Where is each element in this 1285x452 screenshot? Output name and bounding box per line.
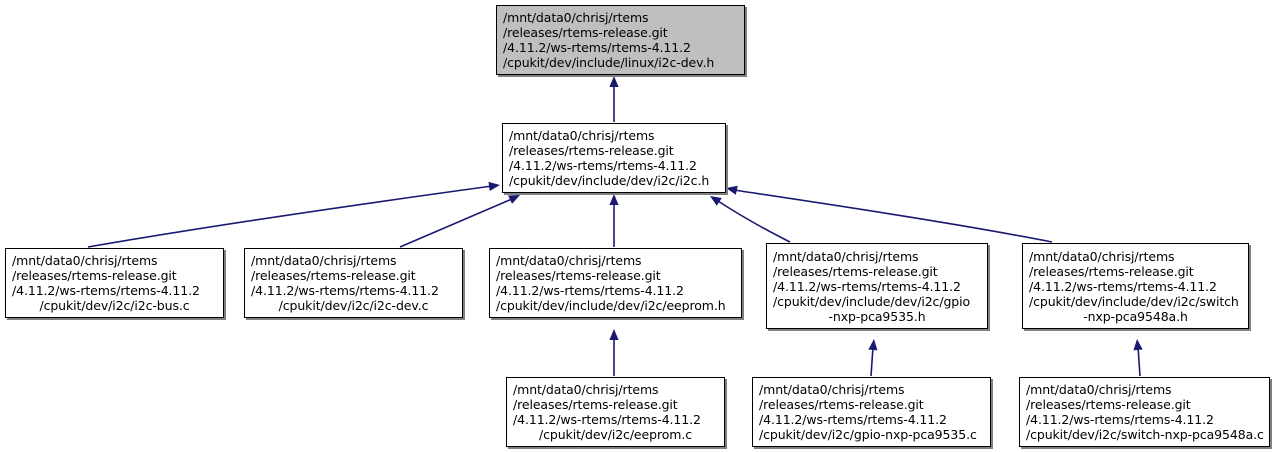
node-label-line: /4.11.2/ws-rtems/rtems-4.11.2: [509, 158, 697, 173]
node-label-line: /releases/rtems-release.git: [251, 268, 416, 283]
node-label-line: /4.11.2/ws-rtems/rtems-4.11.2: [513, 412, 701, 427]
graph-node-switch-nxp-pca9548a-c[interactable]: /mnt/data0/chrisj/rtems/releases/rtems-r…: [1019, 377, 1270, 447]
node-label-line: /mnt/data0/chrisj/rtems: [1026, 382, 1172, 397]
node-label-line: /cpukit/dev/i2c/i2c-bus.c: [39, 298, 190, 313]
node-label-line: /4.11.2/ws-rtems/rtems-4.11.2: [251, 283, 439, 298]
graph-node-eeprom-c[interactable]: /mnt/data0/chrisj/rtems/releases/rtems-r…: [506, 377, 725, 447]
node-label-line: /releases/rtems-release.git: [759, 397, 924, 412]
node-label-line: /mnt/data0/chrisj/rtems: [503, 10, 649, 25]
node-label-line: /4.11.2/ws-rtems/rtems-4.11.2: [773, 278, 961, 294]
node-label-line: /cpukit/dev/include/dev/i2c/switch: [1029, 293, 1239, 309]
node-label-line: /4.11.2/ws-rtems/rtems-4.11.2: [12, 283, 200, 298]
node-label-line: /cpukit/dev/i2c/gpio-nxp-pca9535.c: [759, 427, 977, 442]
node-label-line: /mnt/data0/chrisj/rtems: [759, 382, 905, 397]
graph-arrowhead-eeprom-h-to-i2c-h: [609, 194, 619, 205]
node-label-line: /4.11.2/ws-rtems/rtems-4.11.2: [503, 40, 691, 55]
graph-node-eeprom-h[interactable]: /mnt/data0/chrisj/rtems/releases/rtems-r…: [489, 248, 742, 318]
graph-edge-gpio-nxp-pca9535-c-to-gpio-nxp-pca9535-h: [870, 346, 874, 377]
graph-arrowhead-i2c-h-to-i2c-dev-h: [609, 76, 619, 87]
graph-edge-i2c-dev-c-to-i2c-h: [399, 198, 513, 248]
node-label-line: /releases/rtems-release.git: [773, 263, 938, 279]
node-label-line: /releases/rtems-release.git: [12, 268, 177, 283]
node-label-line: /releases/rtems-release.git: [496, 268, 661, 283]
graph-arrowhead-switch-nxp-pca9548a-h-to-i2c-h: [726, 185, 738, 195]
graph-arrowhead-i2c-dev-c-to-i2c-h: [508, 195, 520, 204]
node-label-line: /mnt/data0/chrisj/rtems: [773, 248, 919, 264]
node-label-line: -nxp-pca9535.h: [828, 308, 926, 324]
graph-node-i2c-h[interactable]: /mnt/data0/chrisj/rtems/releases/rtems-r…: [502, 123, 726, 193]
graph-edge-gpio-nxp-pca9535-h-to-i2c-h: [717, 200, 791, 243]
node-label-line: /4.11.2/ws-rtems/rtems-4.11.2: [1029, 278, 1217, 294]
graph-node-gpio-nxp-pca9535-h[interactable]: /mnt/data0/chrisj/rtems/releases/rtems-r…: [766, 243, 988, 329]
node-label-line: /cpukit/dev/include/dev/i2c/i2c.h: [509, 173, 710, 188]
node-label-line: -nxp-pca9548a.h: [1083, 308, 1188, 324]
graph-edge-i2c-bus-c-to-i2c-h: [87, 185, 493, 248]
graph-arrowhead-i2c-bus-c-to-i2c-h: [488, 181, 500, 191]
node-label-line: /mnt/data0/chrisj/rtems: [513, 382, 659, 397]
node-label-line: /mnt/data0/chrisj/rtems: [251, 253, 397, 268]
node-label-line: /mnt/data0/chrisj/rtems: [1029, 248, 1175, 264]
graph-node-switch-nxp-pca9548a-h[interactable]: /mnt/data0/chrisj/rtems/releases/rtems-r…: [1022, 243, 1249, 329]
graph-arrowhead-eeprom-c-to-eeprom-h: [609, 329, 619, 340]
graph-arrowhead-gpio-nxp-pca9535-c-to-gpio-nxp-pca9535-h: [868, 339, 878, 351]
graph-node-i2c-dev-h[interactable]: /mnt/data0/chrisj/rtems/releases/rtems-r…: [496, 5, 745, 75]
node-label-line: /mnt/data0/chrisj/rtems: [496, 253, 642, 268]
node-label-line: /4.11.2/ws-rtems/rtems-4.11.2: [496, 283, 684, 298]
graph-arrowhead-gpio-nxp-pca9535-h-to-i2c-h: [710, 196, 722, 206]
graph-edge-switch-nxp-pca9548a-h-to-i2c-h: [733, 189, 1053, 243]
graph-node-i2c-bus-c[interactable]: /mnt/data0/chrisj/rtems/releases/rtems-r…: [5, 248, 224, 318]
graph-node-gpio-nxp-pca9535-c[interactable]: /mnt/data0/chrisj/rtems/releases/rtems-r…: [752, 377, 991, 447]
node-label-line: /releases/rtems-release.git: [1029, 263, 1194, 279]
node-label-line: /cpukit/dev/i2c/switch-nxp-pca9548a.c: [1026, 427, 1264, 442]
node-label-line: /releases/rtems-release.git: [513, 397, 678, 412]
node-label-line: /releases/rtems-release.git: [1026, 397, 1191, 412]
node-label-line: /4.11.2/ws-rtems/rtems-4.11.2: [759, 412, 947, 427]
graph-edge-switch-nxp-pca9548a-c-to-switch-nxp-pca9548a-h: [1137, 346, 1141, 377]
node-label-line: /mnt/data0/chrisj/rtems: [509, 128, 655, 143]
graph-arrowhead-switch-nxp-pca9548a-c-to-switch-nxp-pca9548a-h: [1133, 339, 1143, 351]
graph-node-i2c-dev-c[interactable]: /mnt/data0/chrisj/rtems/releases/rtems-r…: [244, 248, 463, 318]
node-label-line: /releases/rtems-release.git: [509, 143, 674, 158]
node-label-line: /cpukit/dev/i2c/eeprom.c: [539, 427, 692, 442]
node-label-line: /cpukit/dev/include/dev/i2c/gpio: [773, 293, 971, 309]
node-label-line: /mnt/data0/chrisj/rtems: [12, 253, 158, 268]
node-label-line: /releases/rtems-release.git: [503, 25, 668, 40]
node-label-line: /cpukit/dev/include/linux/i2c-dev.h: [503, 55, 715, 70]
node-label-line: /cpukit/dev/i2c/i2c-dev.c: [278, 298, 429, 313]
node-label-line: /4.11.2/ws-rtems/rtems-4.11.2: [1026, 412, 1214, 427]
node-label-line: /cpukit/dev/include/dev/i2c/eeprom.h: [496, 298, 726, 313]
